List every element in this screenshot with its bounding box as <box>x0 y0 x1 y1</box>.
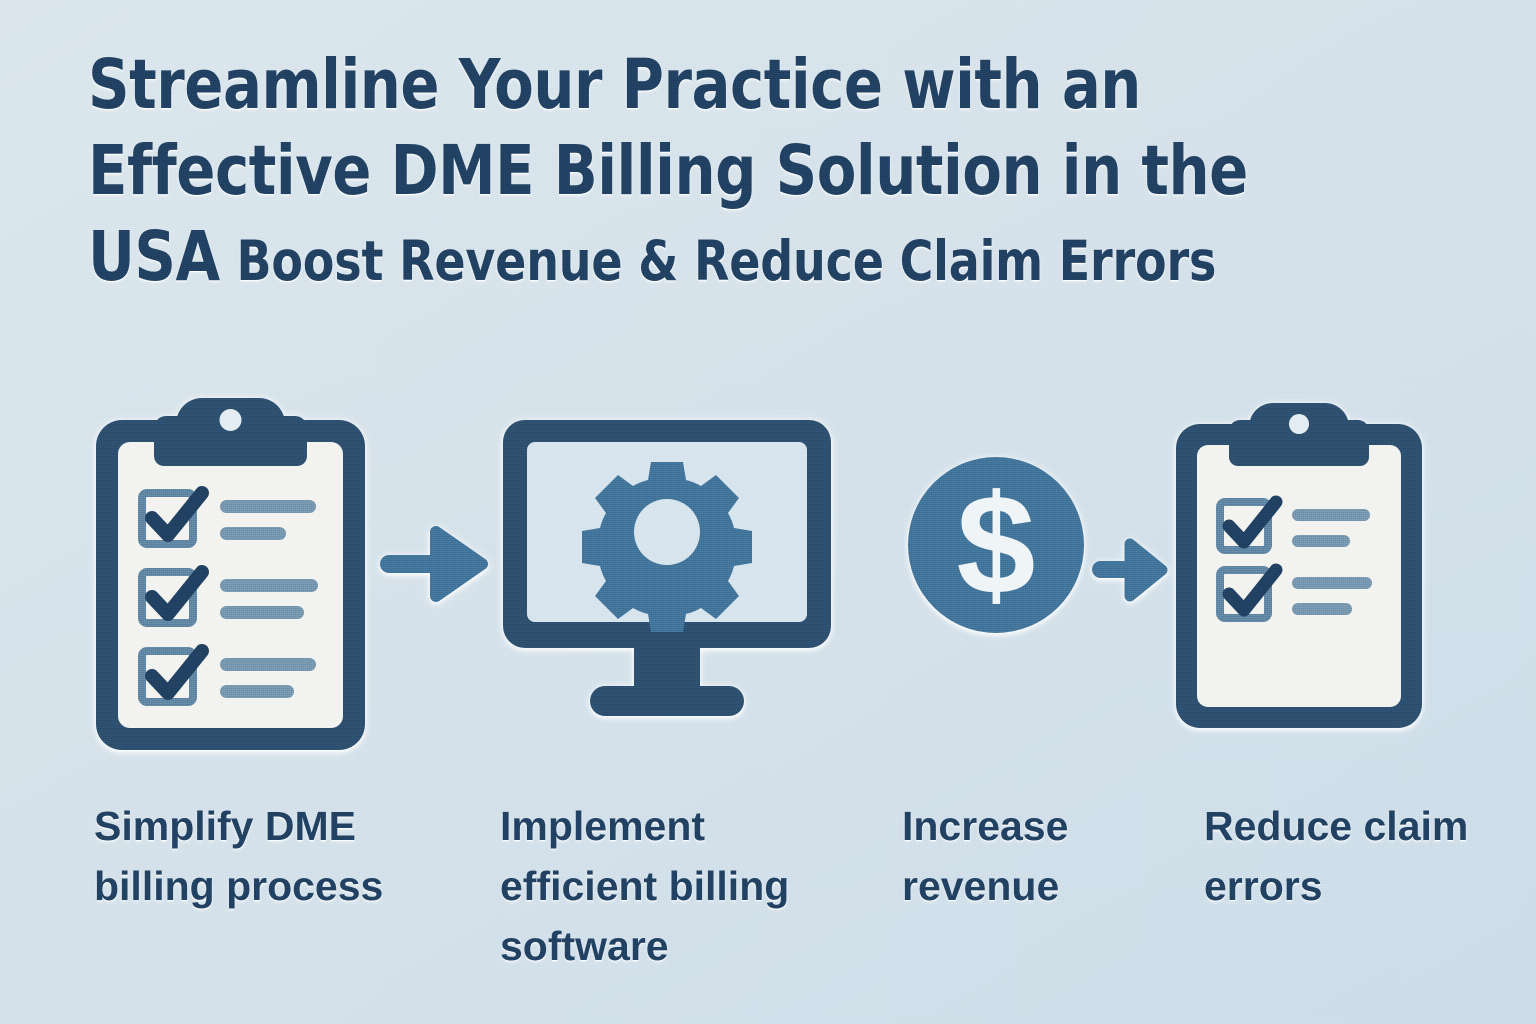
page-title: Streamline Your Practice with an Effecti… <box>88 42 1428 304</box>
dollar-circle-icon: $ <box>908 457 1084 633</box>
step-caption-1: Simplify DME billing process <box>94 803 384 909</box>
monitor-gear-icon <box>503 420 831 716</box>
flow-arrow-2 <box>1090 534 1170 611</box>
checklist-row <box>1216 563 1372 622</box>
checklist-row <box>138 565 318 627</box>
process-flow: $ <box>0 396 1536 756</box>
checklist-row <box>1216 495 1370 554</box>
clipboard-checklist-icon <box>1176 403 1422 728</box>
step-caption-4: Reduce claim errors <box>1204 803 1469 909</box>
step-caption-3: Increase revenue <box>902 803 1069 909</box>
title-line-1: Streamline Your Practice with an <box>88 45 1141 125</box>
arrow-right-icon <box>1092 538 1168 602</box>
flow-step-4 <box>1168 402 1430 741</box>
flow-step-3: $ <box>905 454 1087 641</box>
flow-step-1 <box>88 396 373 761</box>
checklist-row <box>138 644 316 706</box>
title-line-3: USA Boost Revenue & Reduce Claim Errors <box>88 214 1334 304</box>
flow-step-2 <box>497 416 837 731</box>
clipboard-checklist-icon <box>96 398 365 750</box>
title-subheading: Boost Revenue & Reduce Claim Errors <box>236 229 1217 293</box>
dollar-symbol: $ <box>957 466 1036 625</box>
gear-icon <box>582 462 752 632</box>
title-emphasis-usa: USA <box>88 217 220 297</box>
checklist-row <box>138 486 316 548</box>
step-caption-2: Implement efficient billing software <box>500 803 790 969</box>
flow-arrow-1 <box>378 524 488 609</box>
arrow-right-icon <box>380 526 488 602</box>
title-line-2: Effective DME Billing Solution in the <box>88 131 1248 211</box>
